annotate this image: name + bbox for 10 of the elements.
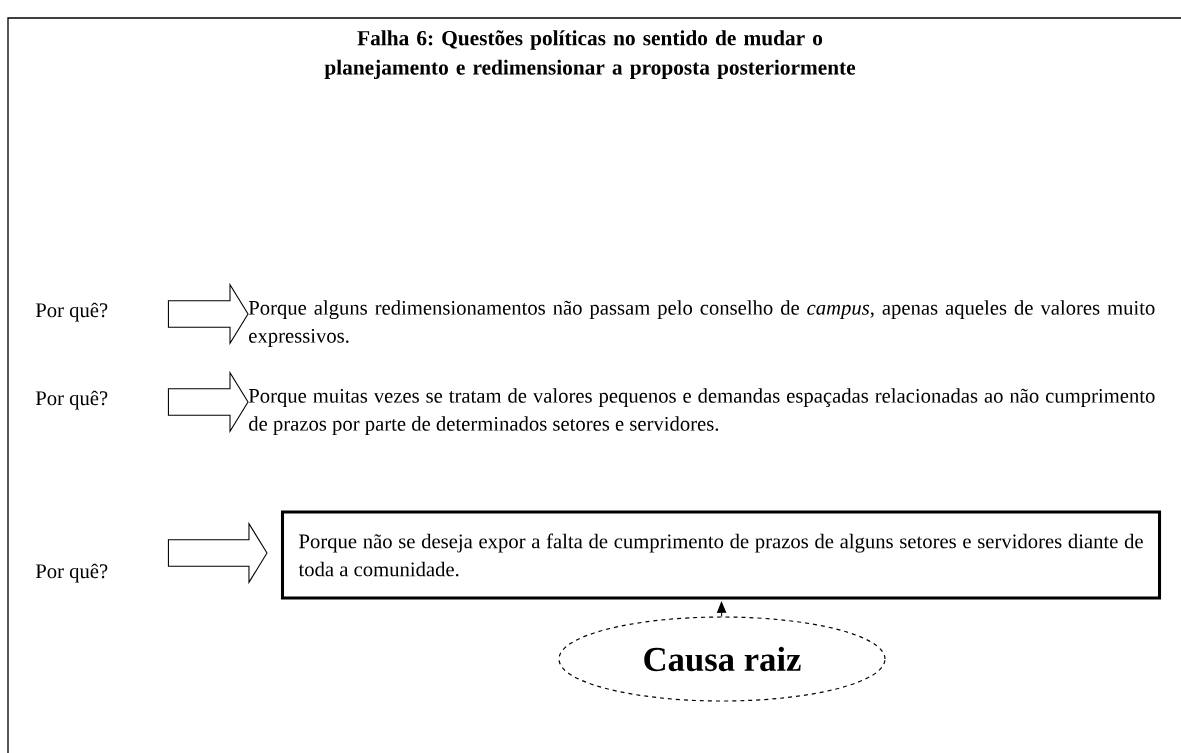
question-label: Por quê? — [35, 563, 108, 583]
answer-text: Porque alguns redimensionamentos não passam pelo conselho de campus, apenas aqueles de valores muito expressivos. — [248, 300, 1155, 347]
question-label: Por quê? — [35, 302, 108, 322]
block-arrow — [167, 521, 268, 585]
title: Falha 6: Questões políticas no sentido de mudar o planejamento e redimensionar a proposta posteriormente — [324, 30, 856, 79]
block-arrow — [167, 282, 249, 346]
answer-text: Porque muitas vezes se tratam de valores pequenos e demandas espaçadas relacionadas ao não cumprimento de prazos por parte de determinados setores e servidores. — [248, 388, 1155, 435]
root-cause-box: Porque não se deseja expor a falta de cumprimento de prazos de alguns setores e servidores diante de toda a comunidade. — [280, 510, 1162, 600]
question-label: Por quê? — [35, 390, 108, 410]
block-arrow — [167, 370, 249, 434]
